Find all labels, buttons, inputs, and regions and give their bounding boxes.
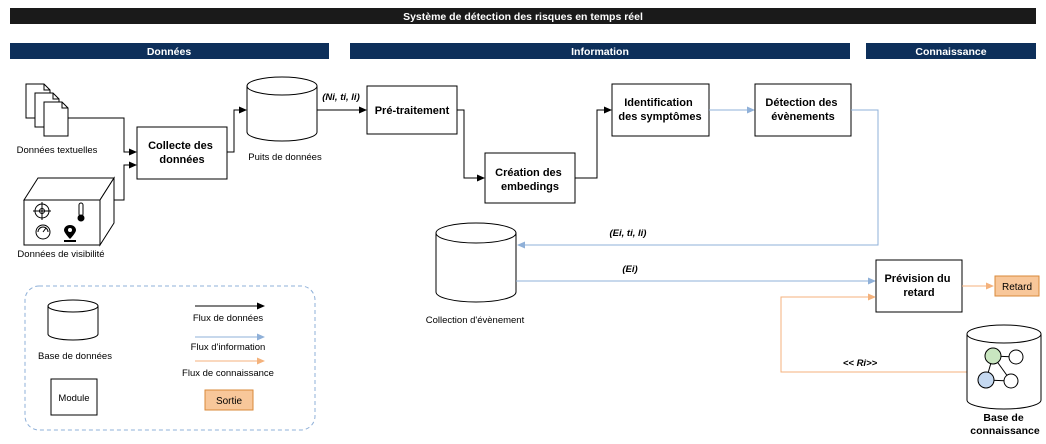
compass-icon [33,202,51,220]
database-collection-label: Collection d'évènement [426,315,525,326]
edge-textual-collecte [68,117,137,156]
flow-label-nti: (Ni, ti, li) [322,92,359,103]
legend-database-icon [47,299,99,341]
edge-pretraitement-embedings [457,109,485,182]
legend-output-label: Sortie [216,396,243,407]
gauge-icon [35,224,51,240]
header-bar [10,8,1036,24]
legend-box [24,285,316,431]
source-label-visibility: Données de visibilité [17,249,104,260]
section-label-information: Information [571,46,629,58]
legend-info-flow-label: Flux d'information [191,342,266,353]
output-retard [994,275,1040,297]
edge-evenements-collection [517,109,879,249]
database-knowledge-base-label: Base de connaissance [970,412,1040,437]
legend-knowledge-flow-label: Flux de connaissance [182,368,274,379]
flow-label-ei: (Ei) [622,264,637,275]
database-puits-label: Puits de données [248,152,322,163]
edge-visibility-collecte [114,161,137,201]
legend-database-label: Base de données [38,351,112,362]
section-bar-information [350,43,850,59]
module-embedings-label: Création des embedings [495,167,565,193]
section-bar-donnees [10,43,329,59]
section-label-connaissance: Connaissance [915,46,986,58]
edge-kb-prevision [780,293,969,373]
module-embedings [484,152,576,204]
legend-output-icon [204,389,254,411]
legend-module-label: Module [58,393,89,404]
module-collecte [136,126,228,180]
flow-label-eti: (Ei, ti, li) [610,228,647,239]
knowledge-graph-icon [977,347,1024,389]
database-puits [246,76,318,142]
thermometer-icon [77,202,85,222]
diagram-title: Système de détection des risques en temp… [403,11,643,23]
sensor-box-icon [23,176,115,247]
database-collection [435,222,517,303]
module-collecte-label: Collecte des données [148,140,216,166]
section-label-donnees: Données [147,46,192,58]
module-prevision [875,259,963,313]
legend-module-icon [50,378,98,416]
module-evenements [754,83,852,137]
module-symptomes [611,83,710,137]
module-evenements-label: Détection des évènements [765,97,840,123]
flow-label-ri: << Ri>> [843,358,878,369]
database-knowledge-base [966,324,1042,410]
legend-data-flow-label: Flux de données [193,313,263,324]
section-bar-connaissance [866,43,1036,59]
location-pin-icon [64,225,76,242]
module-pretraitement-label: Pré-traitement [375,105,450,117]
edge-collecte-puits [227,106,247,153]
edge-embedings-symptomes [575,106,612,179]
documents-icon [25,83,69,137]
module-prevision-label: Prévision du retard [884,273,953,299]
module-pretraitement [366,85,458,135]
output-retard-label: Retard [1002,282,1032,293]
module-symptomes-label: Identification des symptômes [618,97,701,123]
source-label-textual: Données textuelles [17,145,98,156]
